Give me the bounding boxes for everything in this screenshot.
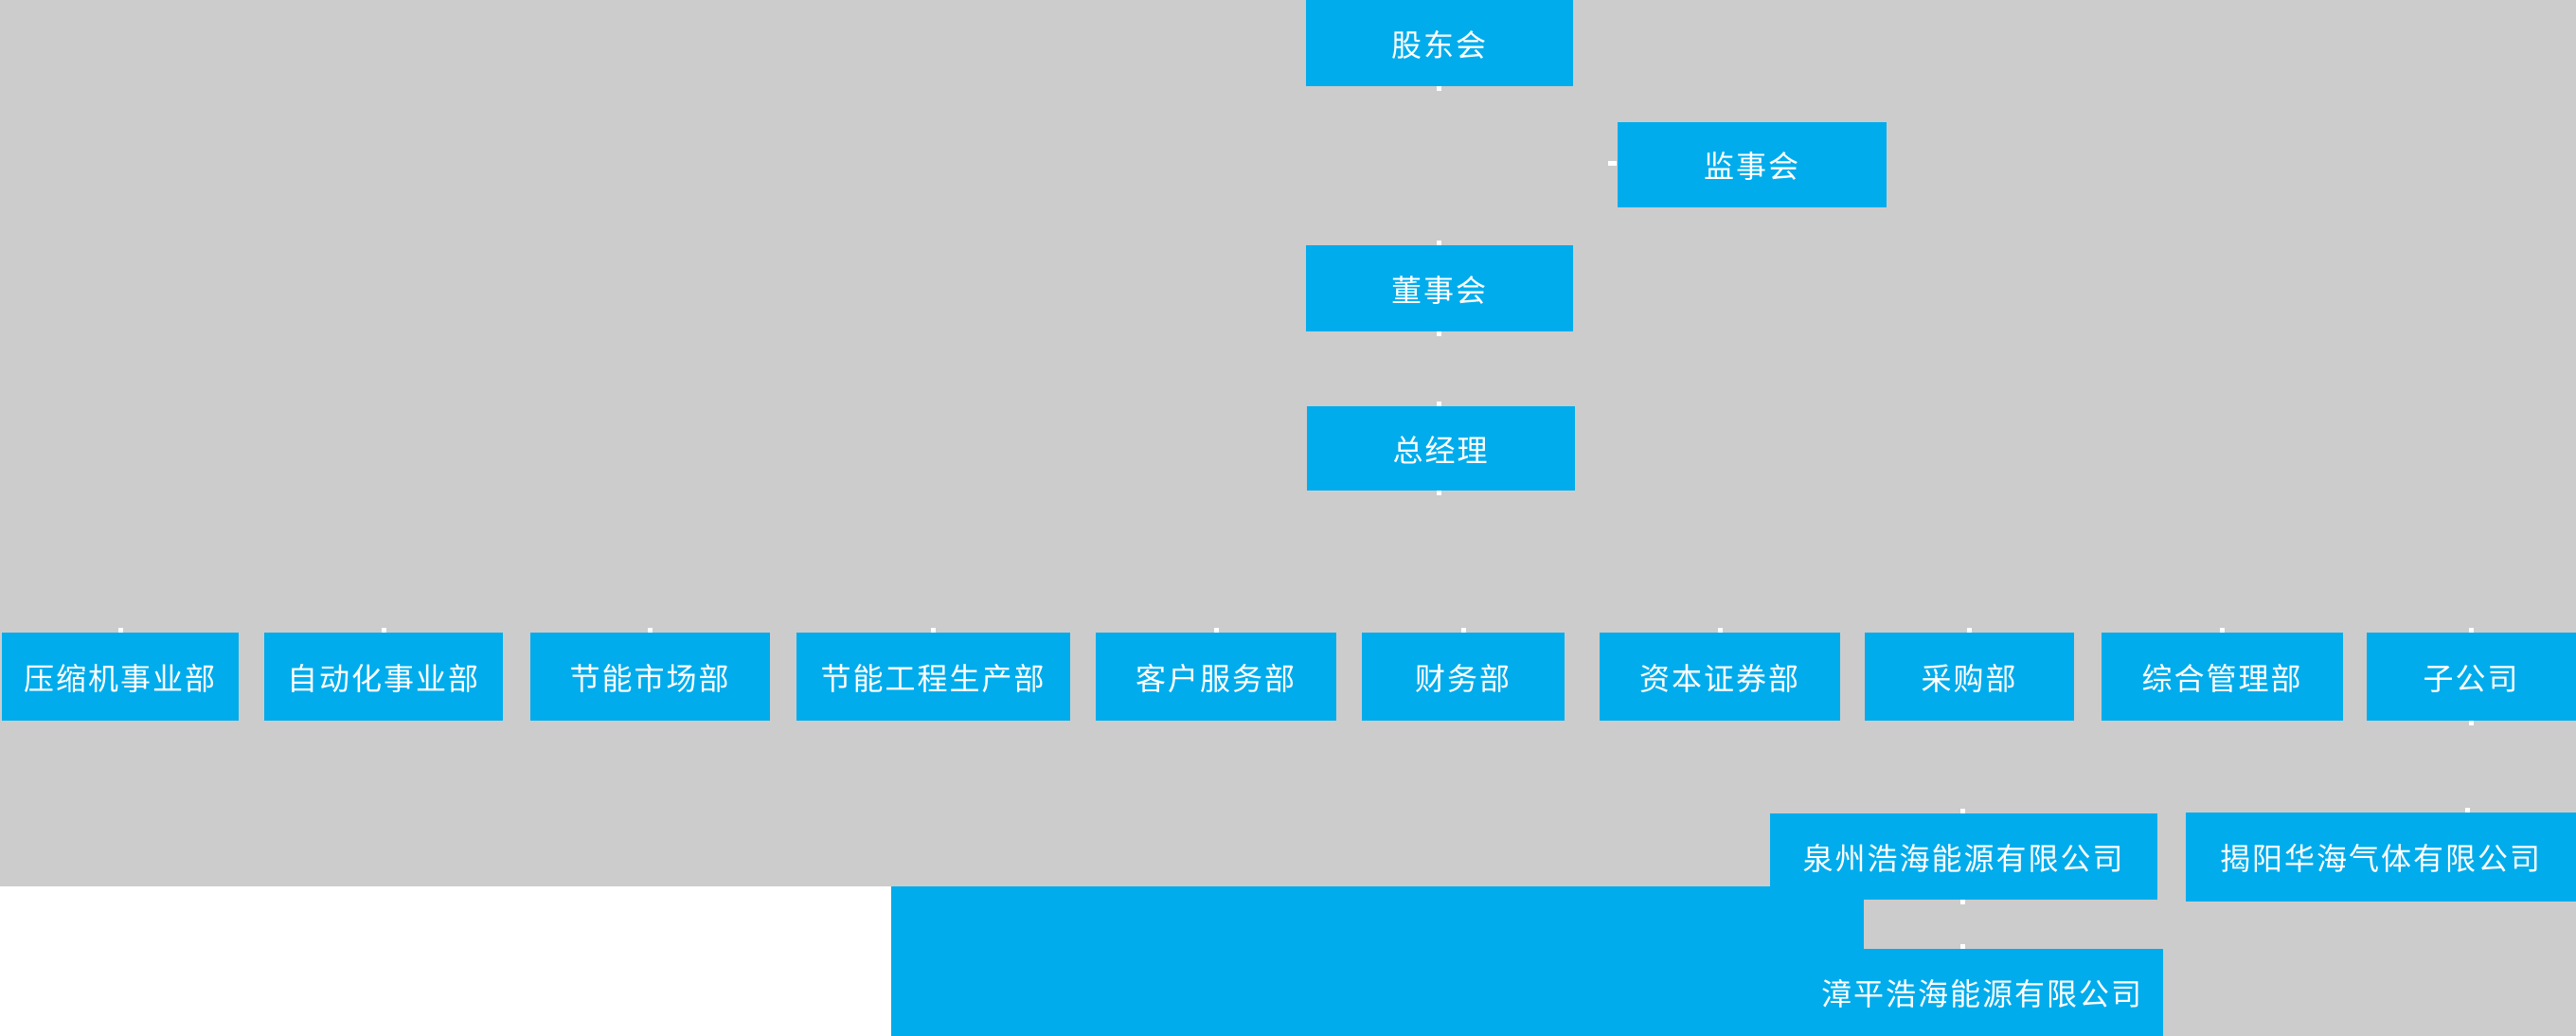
org-box-supervisory-board: 监事会 xyxy=(1618,122,1887,207)
org-box-dept-compressor-division: 压缩机事业部 xyxy=(2,633,239,721)
connector-nub xyxy=(2464,808,2470,813)
org-box-dept-automation-division: 自动化事业部 xyxy=(264,633,503,721)
connector-nub xyxy=(930,628,936,633)
connector-nub xyxy=(1460,628,1466,633)
connector-nub xyxy=(1436,86,1441,91)
org-box-dept-energy-saving-market: 节能市场部 xyxy=(530,633,770,721)
org-box-shareholders-meeting: 股东会 xyxy=(1306,0,1573,86)
org-box-board-of-directors: 董事会 xyxy=(1306,245,1573,331)
org-box-zhangping-haohai-energy: 漳平浩海能源有限公司 xyxy=(1801,949,2163,1036)
connector-nub xyxy=(1436,331,1441,336)
connector-nub xyxy=(2468,628,2474,633)
connector-nub xyxy=(1959,944,1965,949)
org-box-quanzhou-haohai-energy: 泉州浩海能源有限公司 xyxy=(1770,813,2157,900)
connector-nub xyxy=(1436,491,1441,495)
connector-nub xyxy=(1717,628,1723,633)
connector-nub xyxy=(1436,241,1441,245)
connector-nub xyxy=(1966,628,1972,633)
connector-nub xyxy=(1959,900,1965,904)
org-box-dept-customer-service: 客户服务部 xyxy=(1096,633,1336,721)
bottom-left-white-area xyxy=(0,886,891,1036)
org-box-subsidiaries: 子公司 xyxy=(2367,633,2576,721)
connector-nub xyxy=(647,628,653,633)
org-box-dept-capital-securities: 资本证券部 xyxy=(1600,633,1840,721)
org-box-dept-procurement: 采购部 xyxy=(1865,633,2074,721)
connector-nub xyxy=(1607,161,1617,166)
bottom-blue-band xyxy=(891,886,1864,1036)
connector-nub xyxy=(1436,402,1441,406)
connector-nub xyxy=(1213,628,1219,633)
connector-nub xyxy=(381,628,386,633)
org-box-dept-energy-engineering-production: 节能工程生产部 xyxy=(796,633,1070,721)
connector-nub xyxy=(1959,809,1965,813)
connector-nub xyxy=(2219,628,2225,633)
org-box-general-manager: 总经理 xyxy=(1307,406,1575,491)
connector-nub xyxy=(117,628,123,633)
connector-nub xyxy=(2468,721,2474,725)
org-box-dept-general-management: 综合管理部 xyxy=(2102,633,2343,721)
org-box-jieyang-huahai-gas: 揭阳华海气体有限公司 xyxy=(2186,813,2576,902)
org-box-dept-finance: 财务部 xyxy=(1362,633,1565,721)
